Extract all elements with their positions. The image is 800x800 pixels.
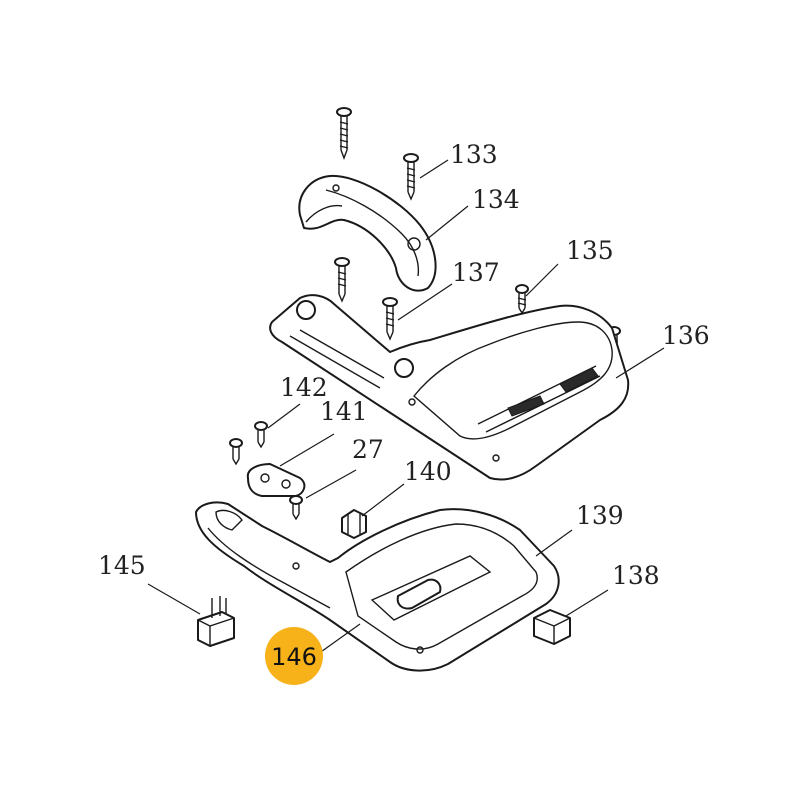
callout-134: 134: [472, 185, 520, 214]
highlight-circle: [265, 627, 323, 685]
screw-133: [403, 153, 419, 201]
callout-135: 135: [566, 236, 614, 265]
callout-133: 133: [450, 140, 498, 169]
switch-part: [197, 596, 235, 647]
screw-142a: [254, 421, 268, 449]
callout-146: 146: [271, 643, 317, 671]
base-housing-part: [195, 501, 560, 672]
screw-137: [382, 297, 398, 341]
callout-145: 145: [98, 551, 146, 580]
callout-137: 137: [452, 258, 500, 287]
leader-lines: [147, 159, 665, 655]
screw-142b: [229, 438, 243, 466]
top-frame-part: [269, 294, 630, 481]
screw-mid-left: [334, 257, 350, 303]
callout-142: 142: [280, 373, 328, 402]
handle-part: [298, 174, 437, 292]
callout-141: 141: [320, 397, 368, 426]
callout-139: 139: [576, 501, 624, 530]
callout-136: 136: [662, 321, 710, 350]
screw-top-left: [336, 107, 352, 160]
callout-138: 138: [612, 561, 660, 590]
block-part: [533, 609, 571, 645]
bracket-part: [246, 463, 306, 497]
screw-135: [515, 284, 529, 315]
nut-part: [341, 509, 367, 539]
callout-140: 140: [404, 457, 452, 486]
screw-27: [289, 495, 303, 521]
callout-27: 27: [352, 435, 384, 464]
